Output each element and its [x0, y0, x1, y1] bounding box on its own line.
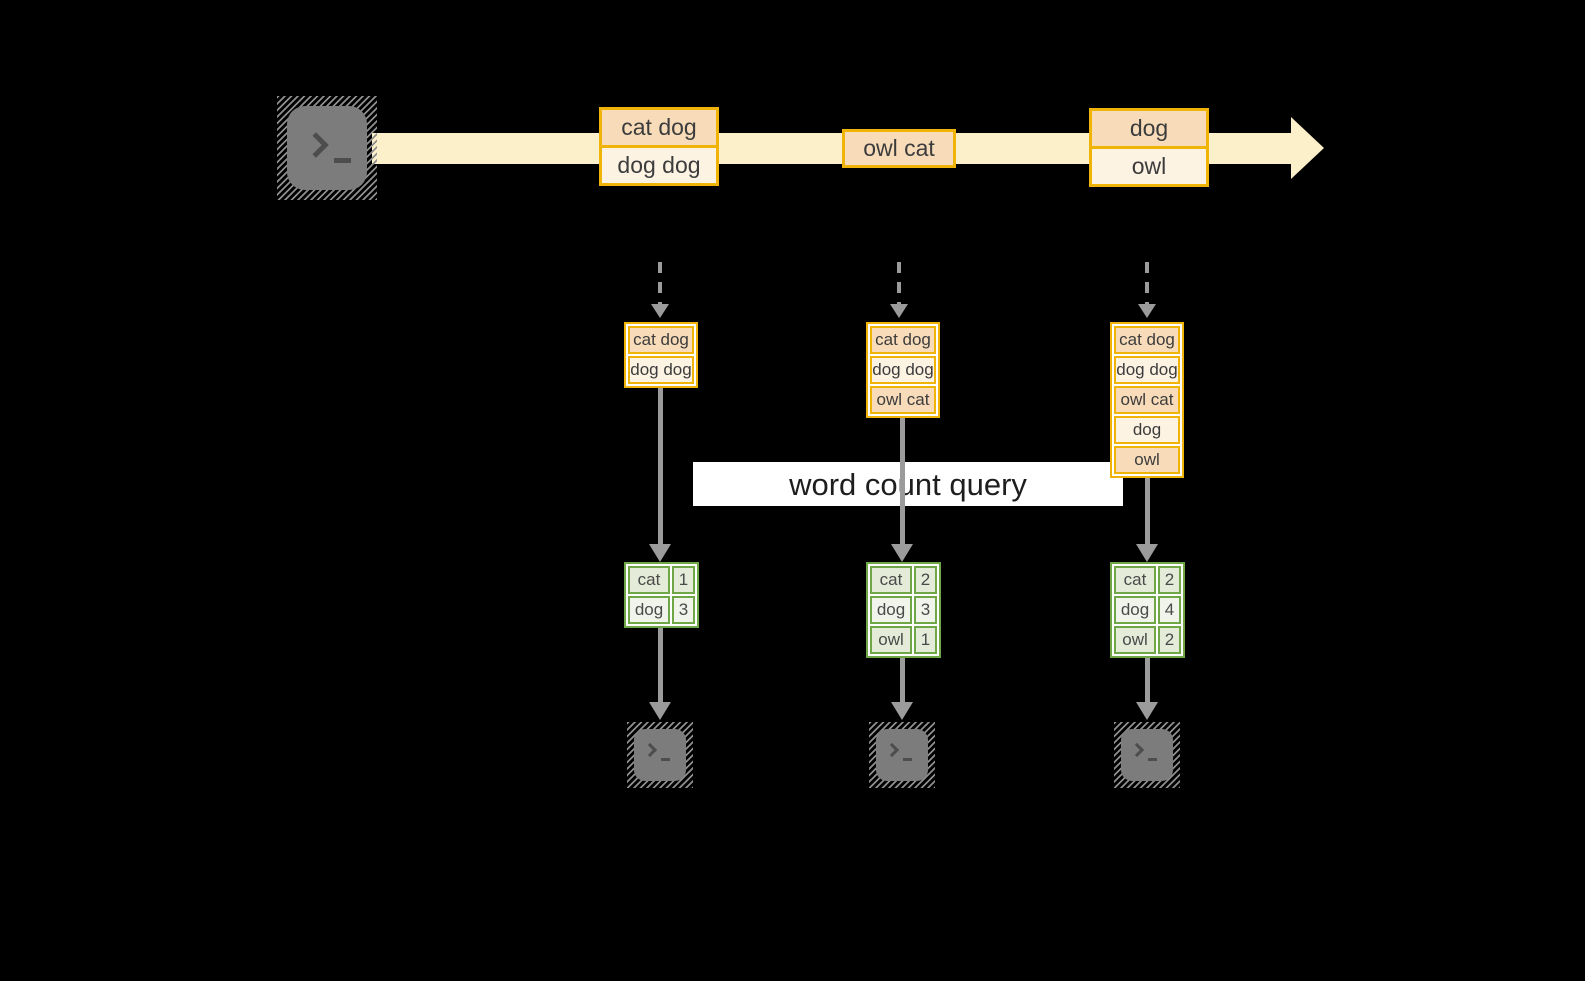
count-value: 2 — [1158, 626, 1181, 654]
arrow-line — [658, 388, 663, 544]
count-value: 1 — [914, 626, 937, 654]
prompt-chevron-icon — [303, 132, 329, 158]
dashed-arrow-head — [1138, 304, 1156, 318]
count-word: owl — [1114, 626, 1156, 654]
count-word: cat — [628, 566, 670, 594]
count-word: owl — [870, 626, 912, 654]
sink-terminal-icon-1 — [627, 722, 693, 788]
sink-terminal-icon-2 — [869, 722, 935, 788]
arrow-line — [900, 418, 905, 544]
count-value: 4 — [1158, 596, 1181, 624]
query-label: word count query — [693, 462, 1123, 506]
prompt-underscore-icon — [661, 758, 670, 761]
stream-event-line: dog dog — [602, 145, 716, 183]
count-word: cat — [870, 566, 912, 594]
count-word: dog — [628, 596, 670, 624]
stream-event-line: owl cat — [845, 132, 953, 165]
count-table-2: cat 2 dog 3 owl 1 — [866, 562, 941, 658]
sink-terminal-icon-3 — [1114, 722, 1180, 788]
arrow-line — [900, 658, 905, 702]
count-value: 3 — [672, 596, 695, 624]
stream-event-line: dog — [1092, 111, 1206, 146]
source-terminal-icon — [277, 96, 377, 200]
dashed-arrow-line — [897, 262, 901, 304]
arrow-head — [1136, 544, 1158, 562]
buffer-stack-2: cat dog dog dog owl cat — [866, 322, 940, 418]
prompt-chevron-icon — [884, 742, 900, 758]
buffer-row: dog dog — [1114, 356, 1180, 384]
buffer-row: dog dog — [870, 356, 936, 384]
dashed-arrow-head — [890, 304, 908, 318]
count-value: 2 — [1158, 566, 1181, 594]
dashed-arrow-line — [1145, 262, 1149, 304]
prompt-underscore-icon — [1148, 758, 1157, 761]
arrow-line — [1145, 478, 1150, 544]
count-table-3: cat 2 dog 4 owl 2 — [1110, 562, 1185, 658]
arrow-head — [891, 544, 913, 562]
buffer-stack-1: cat dog dog dog — [624, 322, 698, 388]
buffer-row: owl — [1114, 446, 1180, 474]
count-value: 3 — [914, 596, 937, 624]
count-word: dog — [870, 596, 912, 624]
count-table-1: cat 1 dog 3 — [624, 562, 699, 628]
buffer-row: owl cat — [870, 386, 936, 414]
terminal-icon — [287, 106, 367, 190]
buffer-row: dog — [1114, 416, 1180, 444]
stream-event-line: owl — [1092, 146, 1206, 184]
buffer-row: dog dog — [628, 356, 694, 384]
prompt-underscore-icon — [903, 758, 912, 761]
arrow-head — [1136, 702, 1158, 720]
arrow-line — [658, 628, 663, 702]
arrow-line — [1145, 658, 1150, 702]
buffer-stack-3: cat dog dog dog owl cat dog owl — [1110, 322, 1184, 478]
dashed-arrow-line — [658, 262, 662, 304]
stream-event-2: owl cat — [842, 129, 956, 168]
count-value: 2 — [914, 566, 937, 594]
arrow-head — [891, 702, 913, 720]
arrow-head — [649, 544, 671, 562]
stream-event-3: dog owl — [1089, 108, 1209, 187]
dashed-arrow-head — [651, 304, 669, 318]
count-word: cat — [1114, 566, 1156, 594]
buffer-row: owl cat — [1114, 386, 1180, 414]
stream-event-1: cat dog dog dog — [599, 107, 719, 186]
prompt-underscore-icon — [334, 158, 351, 163]
buffer-row: cat dog — [870, 326, 936, 354]
stream-event-line: cat dog — [602, 110, 716, 145]
terminal-icon — [1121, 729, 1173, 781]
arrow-head — [649, 702, 671, 720]
buffer-row: cat dog — [628, 326, 694, 354]
stream-arrow-head — [1291, 117, 1324, 179]
count-value: 1 — [672, 566, 695, 594]
terminal-icon — [634, 729, 686, 781]
buffer-row: cat dog — [1114, 326, 1180, 354]
count-word: dog — [1114, 596, 1156, 624]
terminal-icon — [876, 729, 928, 781]
prompt-chevron-icon — [1129, 742, 1145, 758]
prompt-chevron-icon — [642, 742, 658, 758]
